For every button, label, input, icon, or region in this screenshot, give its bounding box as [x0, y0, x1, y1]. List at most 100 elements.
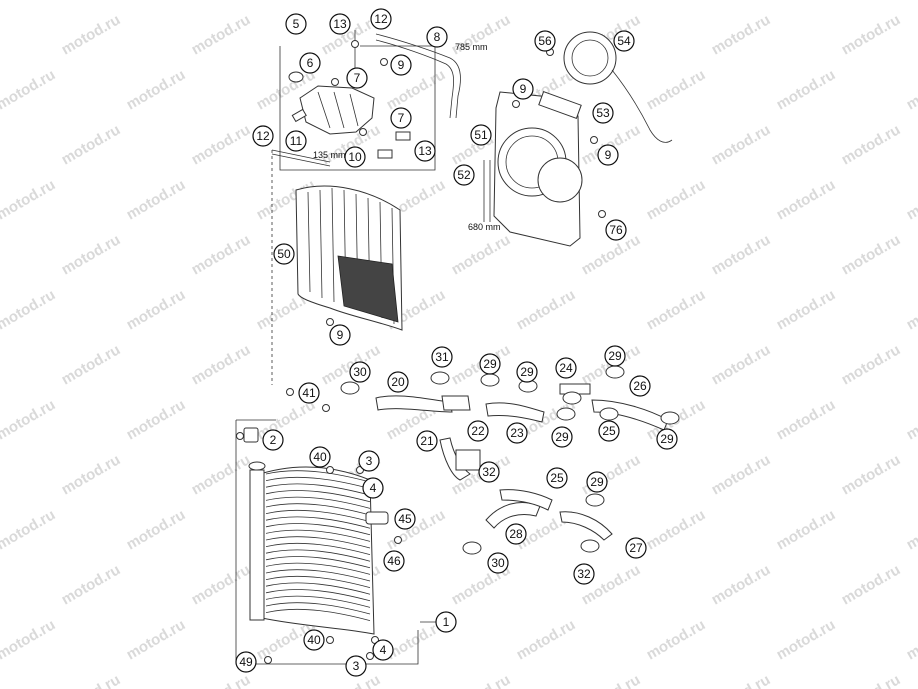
watermark-text: motod.ru: [709, 341, 774, 388]
callout-number: 54: [617, 34, 631, 48]
watermark-text: motod.ru: [189, 671, 254, 689]
callout-number: 21: [420, 434, 434, 448]
hose-23: [485, 402, 545, 423]
part-callout: 54: [613, 30, 635, 52]
radiator-group-frame: [235, 420, 419, 665]
expansion-tank: [299, 85, 375, 135]
watermark-text: motod.ru: [59, 11, 124, 58]
callout-circle: [470, 124, 492, 146]
callout-number: 41: [302, 386, 316, 400]
callout-circle: [262, 429, 284, 451]
part-callout: 32: [573, 563, 595, 585]
callout-number: 40: [313, 450, 327, 464]
watermark-text: motod.ru: [709, 451, 774, 498]
part-callout: 12: [252, 125, 274, 147]
watermark-text: motod.ru: [774, 66, 839, 113]
watermark-text: motod.ru: [124, 616, 189, 663]
screw: [331, 78, 339, 86]
callout-circle: [534, 30, 556, 52]
part-callout: 49: [235, 651, 257, 673]
callout-number: 56: [538, 34, 552, 48]
radiator-fin: [265, 589, 371, 602]
dimension-label: 135 mm: [313, 150, 346, 160]
callout-circle: [426, 26, 448, 48]
t-piece-24: [559, 383, 591, 395]
callout-circle: [346, 67, 368, 89]
watermark-text: motod.ru: [774, 0, 839, 3]
fan-motor-inner: [571, 39, 609, 77]
callout-number: 10: [348, 150, 362, 164]
callout-circle: [349, 361, 371, 383]
watermark-text: motod.ru: [0, 616, 58, 663]
expansion-tank-ribs: [317, 91, 359, 129]
screw: [286, 388, 294, 396]
tank-clip: [291, 108, 307, 123]
radiator-fin: [265, 523, 371, 536]
part-callout: 7: [390, 107, 412, 129]
callout-number: 30: [491, 556, 505, 570]
hose-20: [375, 395, 453, 413]
callout-circle: [329, 324, 351, 346]
grille-slats: [307, 187, 395, 325]
radiator-fins: [265, 470, 371, 621]
callout-circle: [453, 164, 475, 186]
watermark-text: motod.ru: [0, 396, 58, 443]
radiator-fin: [265, 509, 371, 522]
callout-number: 3: [366, 454, 373, 468]
callout-circle: [362, 477, 384, 499]
part-callout: 9: [329, 324, 351, 346]
hose-clamp: [480, 373, 500, 387]
radiator-fin: [265, 556, 371, 569]
callout-circle: [303, 629, 325, 651]
callout-number: 29: [590, 475, 604, 489]
part-callout: 9: [597, 144, 619, 166]
hose-clamp: [660, 411, 680, 425]
callout-number: 6: [307, 56, 314, 70]
watermark-text: motod.ru: [189, 121, 254, 168]
watermark-text: motod.ru: [774, 286, 839, 333]
part-callout: 4: [372, 639, 394, 661]
callout-number: 13: [333, 17, 347, 31]
screw: [512, 100, 520, 108]
part-callout: 29: [479, 353, 501, 375]
shroud-plate: [538, 90, 582, 120]
radiator-fin: [265, 490, 371, 503]
callout-number: 49: [239, 655, 253, 669]
hose-clamp: [599, 407, 619, 421]
watermark-text: motod.ru: [0, 176, 58, 223]
callout-number: 30: [353, 365, 367, 379]
watermark-text: motod.ru: [774, 176, 839, 223]
hose-clamp: [340, 381, 360, 395]
watermark-text: motod.ru: [59, 121, 124, 168]
callout-number: 9: [398, 58, 405, 72]
watermark-text: motod.ru: [514, 286, 579, 333]
radiator-fin: [265, 602, 371, 615]
watermark-text: motod.ru: [0, 0, 58, 3]
callout-number: 32: [577, 567, 591, 581]
watermark-text: motod.ru: [189, 341, 254, 388]
callout-circle: [285, 130, 307, 152]
radiator-fin: [265, 516, 371, 529]
tank-cap: [288, 71, 304, 83]
callout-circle: [383, 550, 405, 572]
radiator-fin: [265, 608, 371, 621]
callout-circle: [390, 107, 412, 129]
part-callout: 28: [505, 523, 527, 545]
watermark-text: motod.ru: [449, 231, 514, 278]
overflow-hose-785-b: [375, 39, 455, 119]
callout-circle: [298, 382, 320, 404]
callout-number: 4: [370, 481, 377, 495]
part-callout: 30: [487, 552, 509, 574]
callout-circle: [235, 651, 257, 673]
radiator-fin: [265, 569, 371, 582]
callout-number: 9: [520, 82, 527, 96]
part-callout: 46: [383, 550, 405, 572]
screw: [322, 404, 330, 412]
dimension-label: 785 mm: [455, 42, 488, 52]
callout-circle: [592, 102, 614, 124]
hose-28: [485, 502, 541, 529]
callout-number: 1: [443, 615, 450, 629]
